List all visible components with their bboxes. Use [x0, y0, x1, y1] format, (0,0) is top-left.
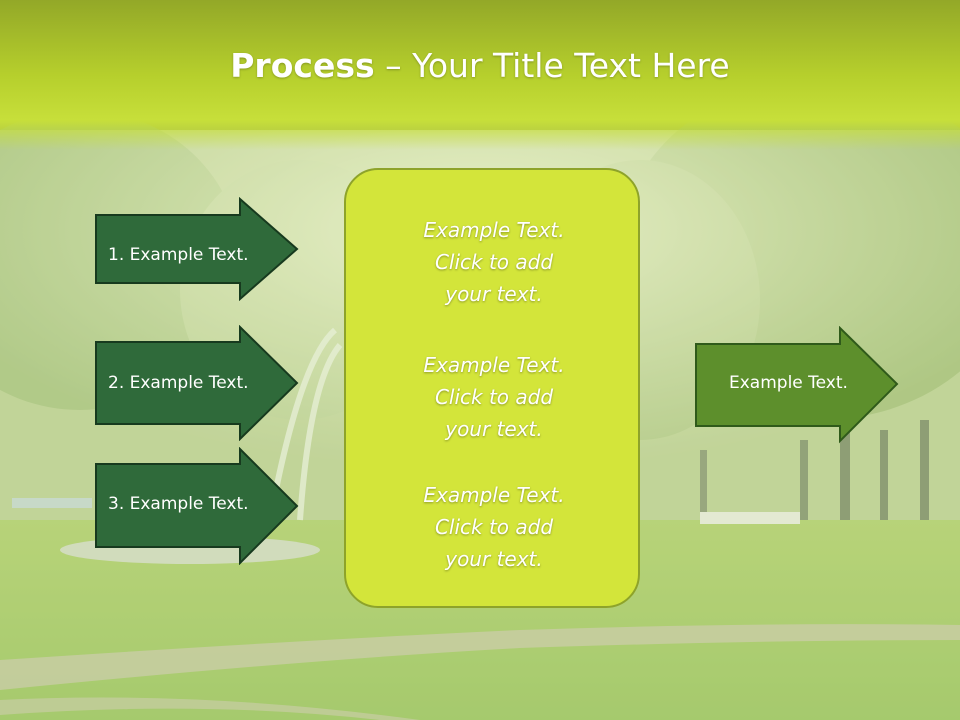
title-bar — [0, 0, 960, 150]
title-bold: Process — [230, 46, 375, 85]
panel-line: Example Text. — [423, 218, 565, 242]
step-label-3: 3. Example Text. — [108, 494, 249, 514]
panel-text-block-1[interactable]: Example Text. Click to add your text. — [346, 214, 642, 310]
center-text-panel[interactable]: Example Text. Click to add your text. Ex… — [344, 168, 640, 608]
step-arrow-2[interactable] — [94, 325, 300, 441]
result-label: Example Text. — [729, 373, 848, 393]
step-arrow-1[interactable] — [94, 197, 300, 301]
panel-text-block-2[interactable]: Example Text. Click to add your text. — [346, 349, 642, 445]
title-rest: – Your Title Text Here — [374, 46, 730, 85]
panel-line: Example Text. — [423, 483, 565, 507]
panel-line: your text. — [445, 282, 543, 306]
result-arrow[interactable] — [694, 326, 900, 444]
panel-line: Example Text. — [423, 353, 565, 377]
step-label-2: 2. Example Text. — [108, 373, 249, 393]
panel-line: Click to add — [434, 385, 554, 409]
panel-text-block-3[interactable]: Example Text. Click to add your text. — [346, 479, 642, 575]
panel-line: Click to add — [434, 250, 554, 274]
panel-line: Click to add — [434, 515, 554, 539]
step-arrow-3[interactable] — [94, 447, 300, 565]
step-label-1: 1. Example Text. — [108, 245, 249, 265]
panel-line: your text. — [445, 417, 543, 441]
slide-title[interactable]: Process – Your Title Text Here — [0, 46, 960, 85]
panel-line: your text. — [445, 547, 543, 571]
